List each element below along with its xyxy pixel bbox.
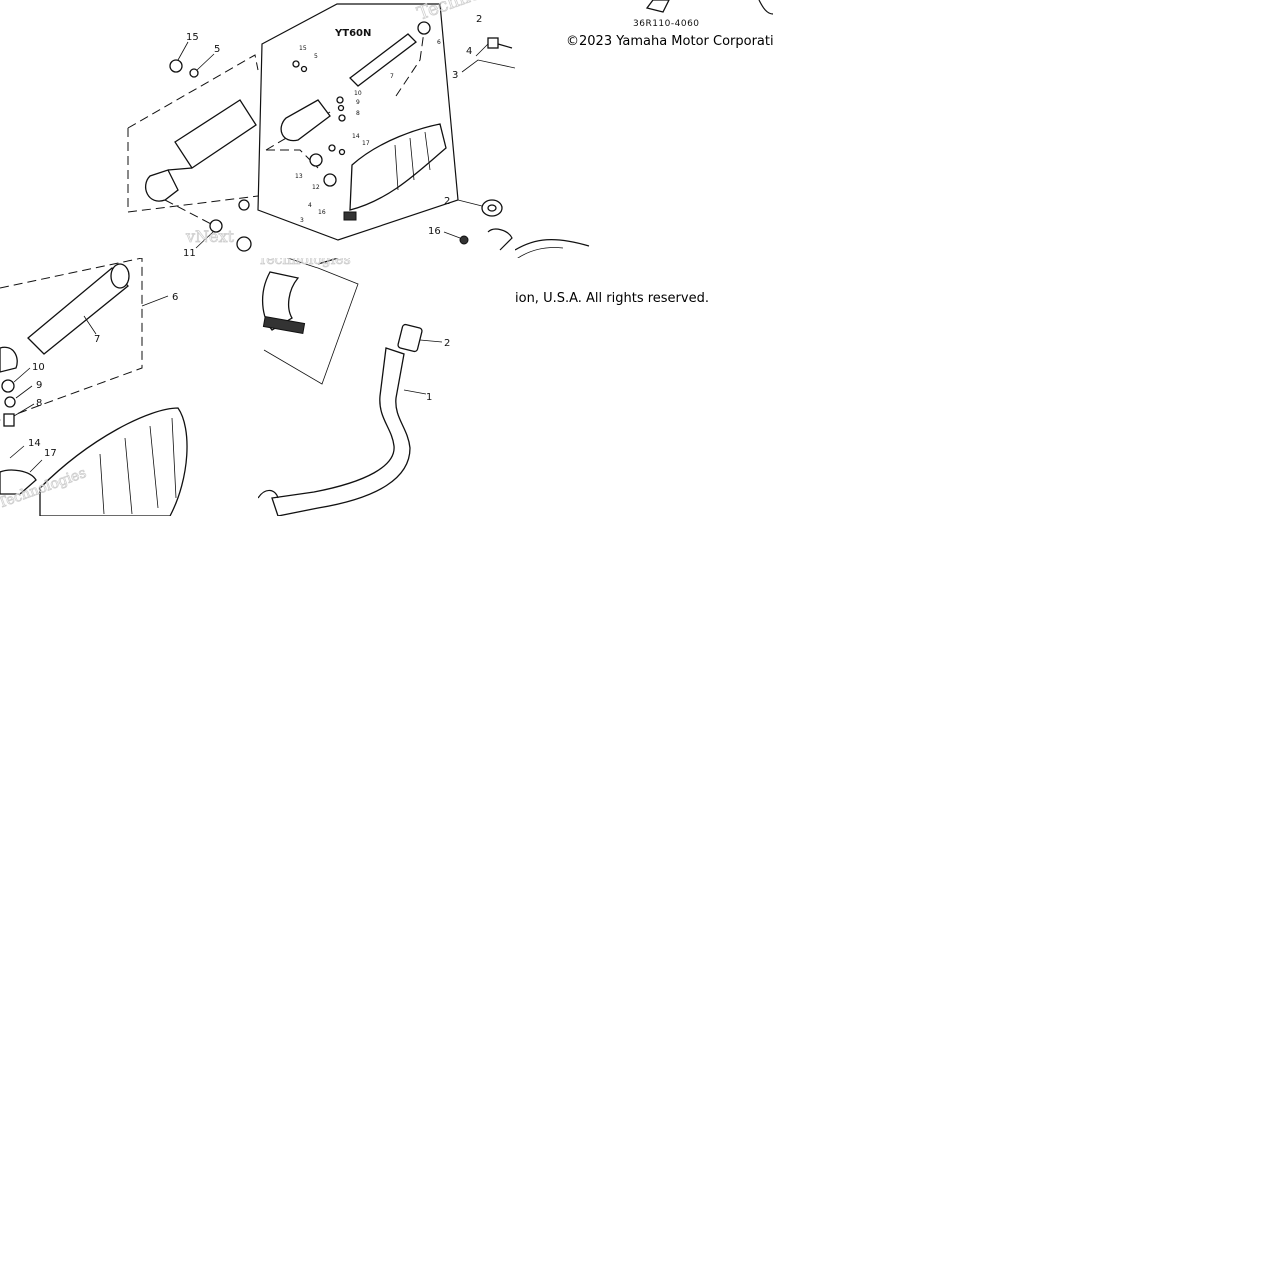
callout-left-9: 9 [36,380,42,391]
part-number: 36R110-4060 [633,19,700,29]
callout-inset-12: 12 [312,184,320,191]
callout-16: 16 [428,226,441,237]
bolt-16-part [459,235,469,245]
tailpipe-7-part [27,267,129,355]
watermark-word: Technologies [415,0,515,25]
exhaust-diagram-left: 6 7 10 9 8 14 17 Technologies [0,258,188,516]
callout-inset-7: 7 [390,73,394,80]
bolt-15-part [169,59,183,73]
heat-shield-part [39,407,188,516]
heat-shield-inset-part [349,123,447,211]
diagram-tile-main: 15 5 11 YT60N 15 5 7 [0,0,515,258]
callout-inset-9: 9 [356,99,360,106]
callout-inset-10: 10 [354,90,362,97]
callout-left-14: 14 [28,438,41,449]
exhaust-diagram-mid: 2 1 Technologies [258,258,450,516]
callout-mid-1: 1 [426,392,432,403]
callout-3: 3 [452,70,458,81]
callout-left-17: 17 [44,448,57,459]
watermark-mid: Technologies [258,258,351,268]
callout-inset-4: 4 [308,202,312,209]
callout-inset-3: 3 [300,217,304,224]
diagram-tile-right [515,0,773,258]
copyright-fragment-top: ©2023 Yamaha Motor Corporati [566,34,773,49]
callout-inset-16: 16 [318,209,326,216]
callout-inset-14: 14 [352,133,360,140]
watermark-brand: vNext [185,227,235,246]
callout-left-10: 10 [32,362,45,373]
gasket-2-part [397,323,423,353]
callout-inset-8: 8 [356,110,360,117]
callout-2: 2 [476,14,482,25]
callout-13: 11 [183,248,196,258]
callout-left-6: 6 [172,292,178,303]
exhaust-pipe-1-part [271,347,411,516]
callout-inset-15: 15 [299,45,307,52]
model-label: YT60N [334,28,371,39]
copyright-fragment-bottom: ion, U.S.A. All rights reserved. [515,291,709,306]
callout-inset-5: 5 [314,53,318,60]
callout-inset-17: 17 [362,140,370,147]
bolt-4-part [487,37,499,49]
callout-5: 5 [214,44,220,55]
washer-5-part [189,68,199,78]
callout-11: 2 [444,196,450,207]
exhaust-diagram-right [515,0,773,258]
callout-left-8: 8 [36,398,42,409]
callout-inset-6: 6 [437,39,441,46]
callout-4: 4 [466,46,472,57]
diagram-tile-left: 6 7 10 9 8 14 17 Technologies [0,258,258,516]
muffler-left-part [174,99,257,169]
callout-mid-2: 2 [444,338,450,349]
callout-15: 15 [186,32,199,43]
exhaust-diagram-main: 15 5 11 YT60N 15 5 7 [127,0,515,258]
callout-left-7: 7 [94,334,100,345]
callout-inset-13: 13 [295,173,303,180]
diagram-tile-mid: 2 1 Technologies [258,258,516,516]
